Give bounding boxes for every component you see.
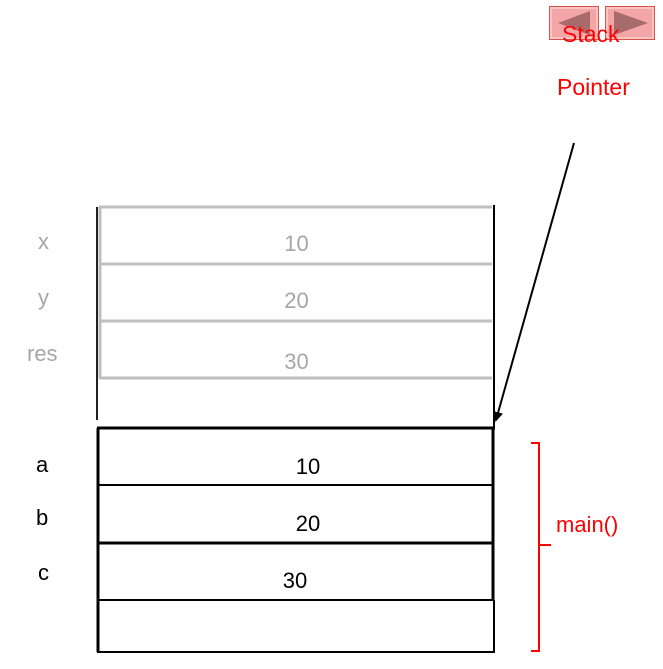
- main-var-c-label: c: [38, 560, 49, 585]
- main-frame-bracket: [531, 442, 551, 652]
- triangle-left-icon: [558, 11, 590, 35]
- previous-slide-button[interactable]: [549, 6, 599, 40]
- main-var-a-label: a: [36, 452, 49, 477]
- popped-var-x-label: x: [38, 229, 49, 254]
- popped-var-res-label: res: [27, 341, 58, 366]
- next-slide-button[interactable]: [605, 6, 655, 40]
- popped-value-res: 30: [284, 349, 309, 374]
- main-frame-label: main(): [556, 512, 619, 537]
- popped-var-y-label: y: [38, 285, 49, 310]
- popped-value-x: 10: [284, 231, 309, 256]
- stack-pointer-arrow: [493, 142, 575, 422]
- popped-value-y: 20: [284, 288, 309, 313]
- main-frame-grid: [96, 426, 495, 653]
- triangle-right-icon: [614, 11, 648, 35]
- main-value-b: 20: [295, 511, 321, 536]
- popped-frame-grid: [98, 205, 492, 380]
- main-var-b-label: b: [36, 505, 49, 530]
- main-value-a: 10: [295, 454, 321, 479]
- main-value-c: 30: [282, 568, 308, 593]
- stack-pointer-label-line2: Pointer: [557, 74, 630, 100]
- stack-pointer-label-line1: Stack: [562, 21, 620, 47]
